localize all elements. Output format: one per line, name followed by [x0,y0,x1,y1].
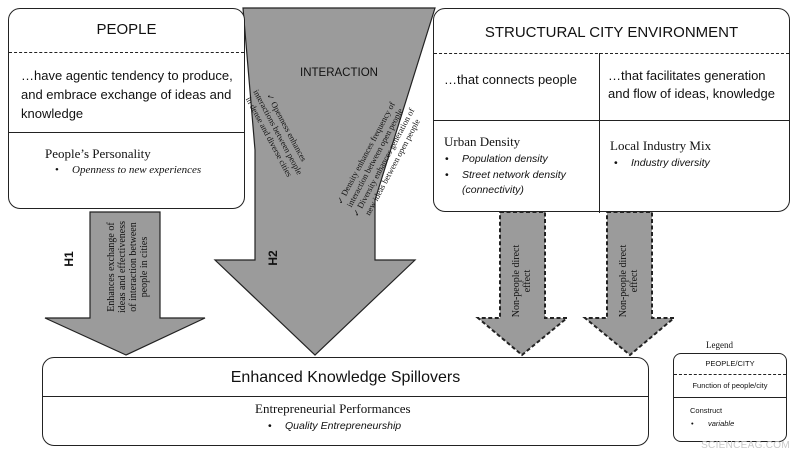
outcome-divider [43,396,648,397]
city-solid-divider [434,120,789,121]
industry-construct: Local Industry Mix [610,138,712,153]
legend-level: PEOPLE/CITY [705,359,755,368]
people-box: PEOPLE …have agentic tendency to produce… [8,8,245,209]
h1-label: H1 [62,251,76,267]
outcome-construct: Entrepreneurial Performances [255,401,411,416]
h1-text-line-2: ideas and effectiveness [117,221,128,313]
city-dashed-divider [434,53,789,54]
city-box: STRUCTURAL CITY ENVIRONMENT …that connec… [433,8,790,213]
legend-heading: Legend [706,340,733,350]
density-variable-population: Population density [445,153,548,165]
interaction-y-arrow [213,7,436,356]
h2-label: H2 [266,250,280,266]
legend-solid-divider [674,397,786,398]
city-right-description: …that facilitates generation and flow of… [608,68,775,101]
h1-text: Enhances exchange of ideas and effective… [106,202,150,332]
people-solid-divider [9,132,244,133]
people-variable: Openness to new experiences [55,164,201,176]
interaction-label: INTERACTION [300,67,378,79]
people-dashed-divider [9,52,244,53]
h1-text-line-3: of interaction between [128,222,139,312]
outcome-box: Enhanced Knowledge Spillovers Entreprene… [42,357,649,446]
outcome-title: Enhanced Knowledge Spillovers [230,369,461,386]
np2-line-1: Non-people direct [618,244,629,318]
legend-variable: variable [691,419,734,428]
people-title: PEOPLE [96,21,157,38]
non-people-effect-text-2: Non-people direct effect [618,231,640,331]
np1-line-1: Non-people direct [511,244,522,318]
people-construct: People’s Personality [45,146,151,161]
legend-construct: Construct [690,406,723,415]
h1-text-line-4: people in cities [139,236,150,298]
h1-arrow [44,211,206,356]
legend-box: PEOPLE/CITY Function of people/city Cons… [673,353,787,442]
non-people-effect-text-1: Non-people direct effect [511,231,533,331]
h1-text-line-1: Enhances exchange of [106,222,117,312]
density-construct: Urban Density [444,134,521,149]
industry-variable: Industry diversity [614,157,710,169]
city-title: STRUCTURAL CITY ENVIRONMENT [484,24,739,41]
np1-line-2: effect [522,269,533,293]
density-variable-street: Street network density [445,169,566,181]
outcome-variable: Quality Entrepreneurship [268,420,401,432]
non-people-effect-arrow-2 [582,211,677,357]
np2-line-2: effect [629,269,640,293]
legend-dashed-divider [674,374,786,375]
watermark-text: SCIENCEAG.COM [701,440,790,451]
non-people-effect-arrow-1 [475,211,570,357]
density-variable-street-note: (connectivity) [462,184,524,196]
legend-function: Function of people/city [692,381,768,390]
people-description: …have agentic tendency to produce, and e… [21,68,233,121]
city-left-description: …that connects people [444,72,577,87]
city-vertical-divider [599,53,600,213]
